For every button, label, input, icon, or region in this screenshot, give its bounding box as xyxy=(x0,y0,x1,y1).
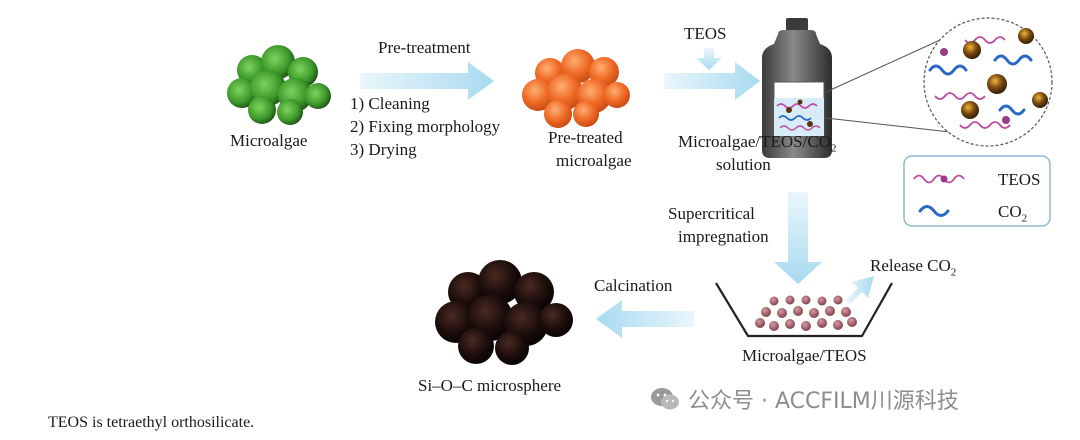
label-release-co2: Release CO2 xyxy=(870,256,957,279)
label-pretreatment: Pre-treatment xyxy=(378,38,471,57)
label-solution-line2: solution xyxy=(716,155,771,174)
sioc-cluster-icon xyxy=(435,260,573,365)
label-microalgae: Microalgae xyxy=(230,131,308,150)
tray-icon xyxy=(715,282,893,338)
legend-teos-label: TEOS xyxy=(998,170,1041,189)
legend-box xyxy=(903,155,1051,227)
label-calcination: Calcination xyxy=(594,276,673,295)
arrow-teos-down xyxy=(696,48,722,70)
figure-caption: TEOS is tetraethyl orthosilicate. xyxy=(48,414,255,431)
arrow-supercritical xyxy=(774,192,822,284)
label-supercritical-line2: impregnation xyxy=(678,227,769,246)
label-teos: TEOS xyxy=(684,24,727,43)
zoom-line-top xyxy=(825,39,941,93)
pretreated-cluster-icon xyxy=(522,49,630,128)
reactor-bottle-icon xyxy=(762,18,832,158)
watermark: 公众号 · ACCFILM川源科技 xyxy=(650,383,959,415)
label-sioc-microsphere: Si–O–C microsphere xyxy=(418,376,562,395)
microalgae-cluster-icon xyxy=(227,45,331,125)
legend-co2-label: CO2 xyxy=(998,202,1028,225)
arrow-release-co2 xyxy=(846,276,874,304)
legend-co2-swatch-icon xyxy=(918,205,950,217)
label-pretreated-line2: microalgae xyxy=(556,151,632,170)
label-supercritical-line1: Supercritical xyxy=(668,204,755,223)
zoom-detail-circle xyxy=(923,17,1053,147)
label-microalgae-teos: Microalgae/TEOS xyxy=(742,346,867,365)
label-solution-line1: Microalgae/TEOS/CO2 xyxy=(678,132,837,155)
step-fixing-morphology: 2) Fixing morphology xyxy=(350,117,501,136)
wechat-icon xyxy=(651,388,679,410)
label-pretreated-line1: Pre-treated xyxy=(548,128,623,147)
watermark-text: 公众号 · ACCFILM川源科技 xyxy=(688,389,959,414)
arrow-to-solution xyxy=(664,62,760,100)
step-cleaning: 1) Cleaning xyxy=(350,94,430,113)
arrow-calcination xyxy=(596,300,694,338)
arrow-pretreatment xyxy=(360,62,494,100)
legend-teos-swatch-icon xyxy=(913,174,965,184)
zoom-line-bottom xyxy=(825,117,951,133)
step-drying: 3) Drying xyxy=(350,140,417,159)
